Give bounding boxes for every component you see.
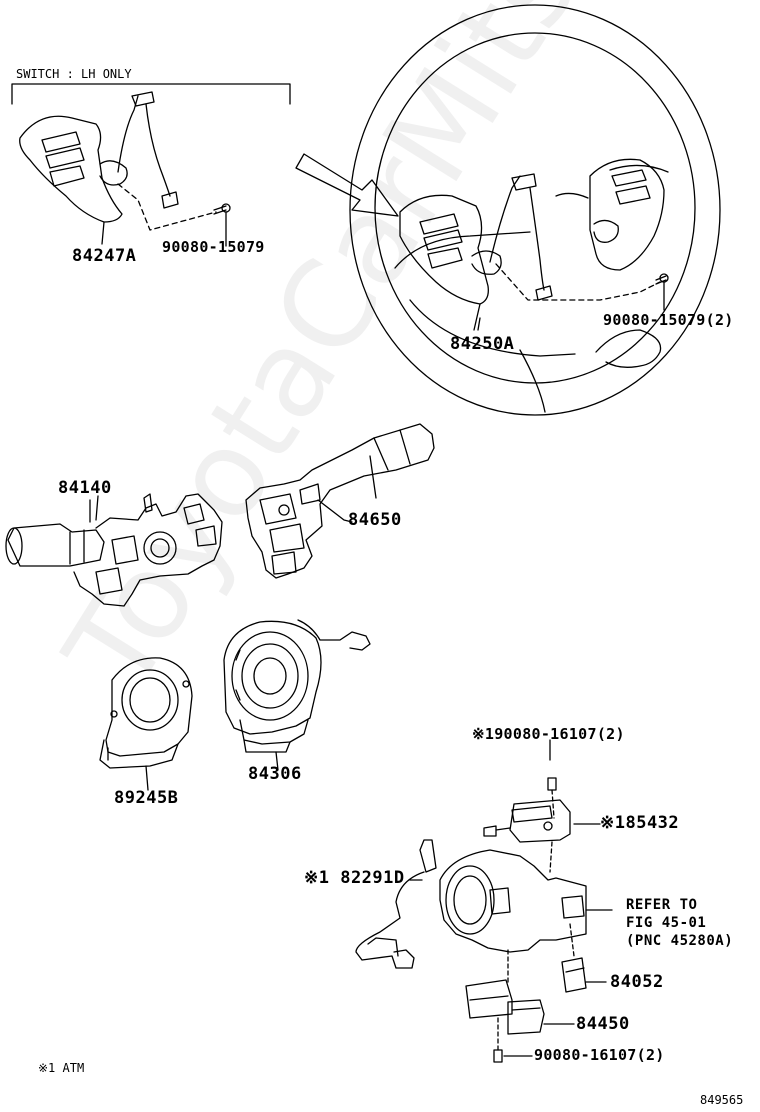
cable-84306-drawing	[223, 619, 371, 771]
refer-note-line-2: FIG 45-01	[626, 915, 707, 931]
part-label-90080-16107-top[interactable]: ※190080-16107(2)	[472, 725, 625, 743]
figure-id: 849565	[700, 1093, 744, 1107]
part-label-90080-15079-qty2[interactable]: 90080-15079(2)	[603, 311, 734, 329]
part-label-84306[interactable]: 84306	[248, 764, 302, 784]
ignition-assembly-drawing	[355, 777, 613, 1063]
lh-only-note: SWITCH : LH ONLY	[16, 67, 132, 81]
switch-84650-drawing	[245, 423, 435, 579]
part-label-85432[interactable]: ※185432	[600, 813, 680, 833]
part-label-84247a[interactable]: 84247A	[72, 246, 137, 266]
steering-wheel-drawing	[295, 4, 721, 416]
part-label-84052[interactable]: 84052	[610, 972, 664, 992]
part-label-90080-16107-bottom[interactable]: 90080-16107(2)	[534, 1046, 665, 1064]
part-label-84140[interactable]: 84140	[58, 478, 112, 498]
part-label-89245b[interactable]: 89245B	[114, 788, 179, 808]
footnote: ※1 ATM	[38, 1061, 85, 1075]
refer-note-line-1: REFER TO	[626, 897, 698, 913]
leader-lines	[95, 317, 601, 881]
switch-84247a-drawing	[19, 91, 231, 247]
lh-only-bracket	[11, 83, 291, 105]
part-label-84250a[interactable]: 84250A	[450, 334, 515, 354]
refer-note-line-3: (PNC 45280A)	[626, 933, 734, 949]
part-label-84450[interactable]: 84450	[576, 1014, 630, 1034]
part-label-82291d[interactable]: ※1 82291D	[304, 868, 405, 888]
cable-89245b-drawing	[99, 657, 193, 791]
part-label-84650[interactable]: 84650	[348, 510, 402, 530]
switch-84140-drawing	[5, 493, 223, 607]
part-label-90080-15079[interactable]: 90080-15079	[162, 238, 265, 256]
